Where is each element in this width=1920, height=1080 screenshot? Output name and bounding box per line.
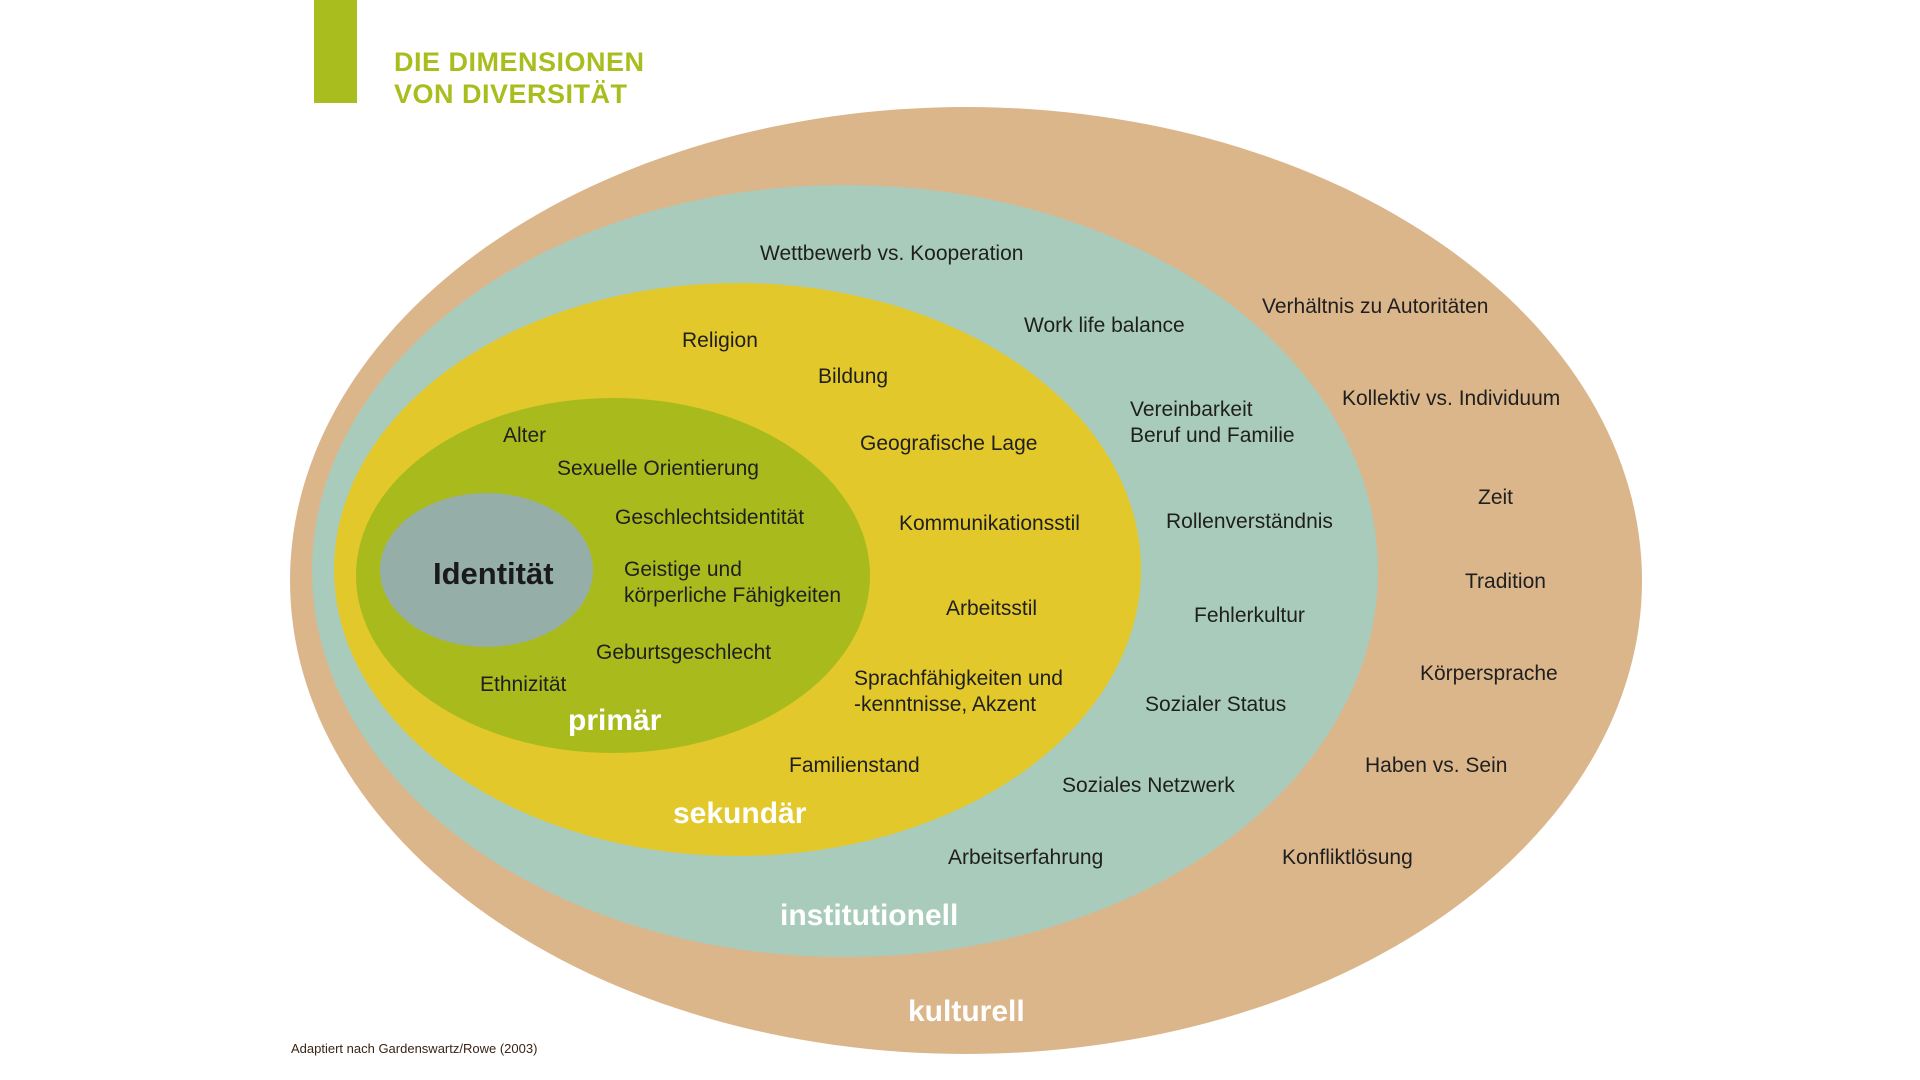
kulturell-item: Haben vs. Sein — [1365, 754, 1508, 777]
sekundaer-item: Arbeitsstil — [946, 597, 1038, 620]
sekundaer-item: Familienstand — [789, 754, 920, 777]
institutionell-item: Fehlerkultur — [1194, 604, 1305, 627]
institutionell-item: Sozialer Status — [1145, 693, 1287, 716]
diagram-title: DIE DIMENSIONEN VON DIVERSITÄT — [394, 46, 645, 110]
primaer-item: Alter — [503, 424, 547, 447]
ring-label-institutionell: institutionell — [780, 899, 959, 932]
ring-label-sekundaer: sekundär — [673, 797, 807, 830]
institutionell-item: Vereinbarkeit Beruf und Familie — [1130, 398, 1295, 447]
institutionell-item: Soziales Netzwerk — [1062, 774, 1235, 797]
sekundaer-item: Sprachfähigkeiten und -kenntnisse, Akzen… — [854, 667, 1063, 716]
primaer-item: Geistige und körperliche Fähigkeiten — [624, 558, 842, 607]
primaer-item: Geburtsgeschlecht — [596, 641, 772, 664]
primaer-item: Sexuelle Orientierung — [557, 457, 759, 480]
sekundaer-item: Geografische Lage — [860, 432, 1038, 455]
institutionell-item: Wettbewerb vs. Kooperation — [760, 242, 1024, 265]
ring-label-primaer: primär — [568, 704, 662, 737]
kulturell-item: Zeit — [1478, 486, 1514, 509]
kulturell-item: Verhältnis zu Autoritäten — [1262, 295, 1489, 318]
title-line-2: VON DIVERSITÄT — [394, 79, 628, 109]
kulturell-item: Kollektiv vs. Individuum — [1342, 387, 1561, 410]
kulturell-item: Körpersprache — [1420, 662, 1558, 685]
core-identitaet — [380, 493, 593, 647]
primaer-item: Ethnizität — [480, 673, 567, 696]
institutionell-item: Rollenverständnis — [1166, 510, 1333, 533]
kulturell-item: Tradition — [1465, 570, 1546, 593]
institutionell-item: Work life balance — [1024, 314, 1185, 337]
core-label: Identität — [433, 556, 554, 591]
primaer-item: Geschlechtsidentität — [615, 506, 805, 529]
sekundaer-item: Bildung — [818, 365, 889, 388]
ring-label-kulturell: kulturell — [908, 995, 1025, 1028]
title-accent-bar — [314, 0, 357, 103]
sekundaer-item: Religion — [682, 329, 758, 352]
kulturell-item: Konfliktlösung — [1282, 846, 1413, 869]
sekundaer-item: Kommunikationsstil — [899, 512, 1080, 535]
institutionell-item: Arbeitserfahrung — [948, 846, 1104, 869]
source-note: Adaptiert nach Gardenswartz/Rowe (2003) — [291, 1041, 538, 1056]
title-line-1: DIE DIMENSIONEN — [394, 47, 645, 77]
